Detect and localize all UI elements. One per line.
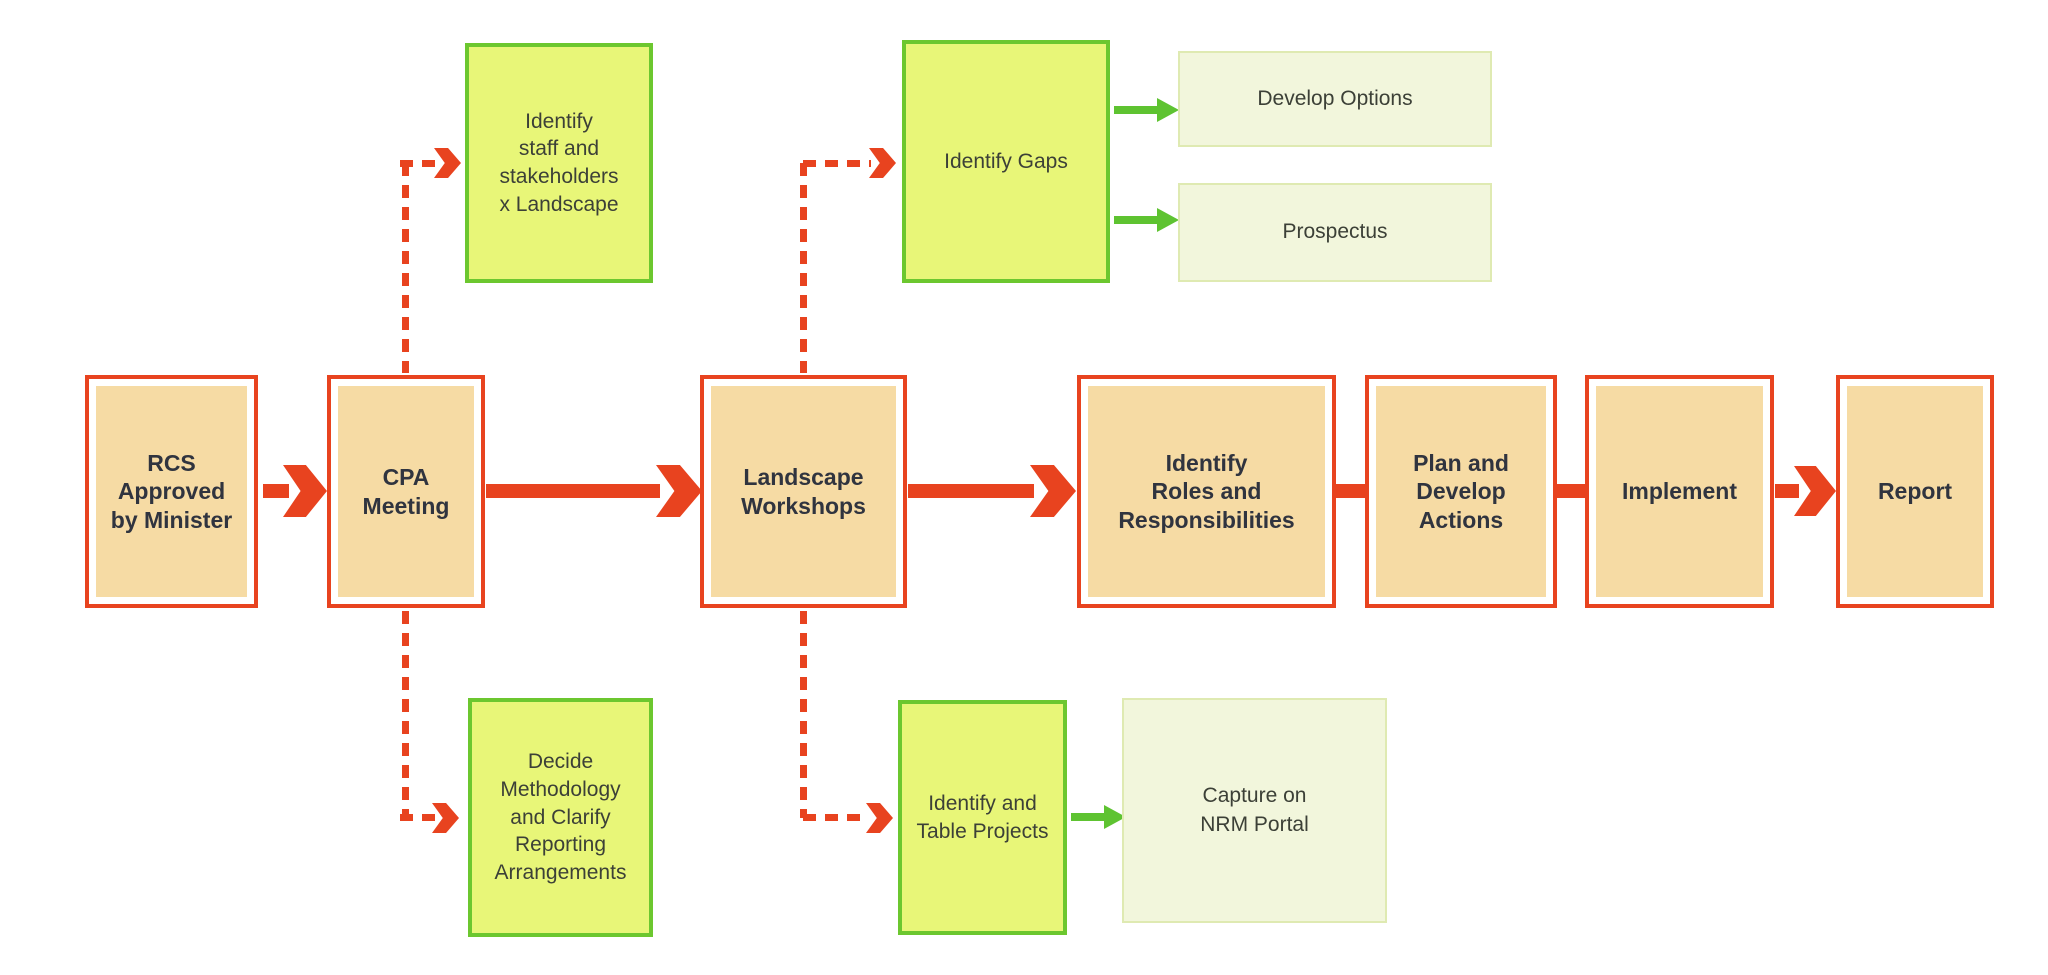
connector-plan-to-implement	[1556, 484, 1586, 498]
dashed-cpa-staff-vertical	[402, 163, 409, 373]
step-landscape-workshops-label: Landscape Workshops	[711, 386, 896, 597]
output-capture-nrm-portal: Capture on NRM Portal	[1122, 698, 1387, 923]
task-identify-gaps: Identify Gaps	[902, 40, 1110, 283]
dashed-landscape-gaps-vertical	[800, 163, 807, 373]
step-report-label: Report	[1847, 386, 1983, 597]
arrow-implement-to-report-head	[1794, 466, 1836, 516]
arrow-gaps-prospectus-head	[1157, 208, 1179, 232]
dashed-landscape-table-horizontal	[803, 814, 868, 821]
step-cpa-meeting: CPA Meeting	[327, 375, 485, 608]
dashed-landscape-gaps-head	[869, 148, 896, 178]
arrow-rcs-to-cpa-line	[263, 484, 289, 498]
step-plan-develop-actions-label: Plan and Develop Actions	[1376, 386, 1546, 597]
output-prospectus: Prospectus	[1178, 183, 1492, 282]
step-rcs-approved: RCS Approved by Minister	[85, 375, 258, 608]
task-decide-methodology: Decide Methodology and Clarify Reporting…	[468, 698, 653, 937]
task-identify-table-projects: Identify and Table Projects	[898, 700, 1067, 935]
arrow-landscape-to-roles-line	[908, 484, 1034, 498]
arrow-gaps-prospectus-line	[1114, 216, 1160, 224]
step-report: Report	[1836, 375, 1994, 608]
arrow-landscape-to-roles-head	[1030, 465, 1076, 517]
arrow-implement-to-report-line	[1775, 484, 1799, 498]
output-develop-options: Develop Options	[1178, 51, 1492, 147]
dashed-cpa-decide-vertical	[402, 611, 409, 818]
arrow-table-capture-line	[1071, 813, 1108, 821]
step-rcs-approved-label: RCS Approved by Minister	[96, 386, 247, 597]
dashed-cpa-staff-head	[434, 148, 461, 178]
arrow-cpa-to-landscape-head	[656, 465, 702, 517]
step-plan-develop-actions: Plan and Develop Actions	[1365, 375, 1557, 608]
connector-roles-to-plan	[1336, 484, 1366, 498]
dashed-landscape-table-vertical	[800, 611, 807, 818]
step-cpa-meeting-label: CPA Meeting	[338, 386, 474, 597]
arrow-rcs-to-cpa-head	[283, 465, 327, 517]
arrow-gaps-options-head	[1157, 98, 1179, 122]
dashed-landscape-gaps-horizontal	[803, 160, 871, 167]
arrow-gaps-options-line	[1114, 106, 1160, 114]
step-identify-roles: Identify Roles and Responsibilities	[1077, 375, 1336, 608]
dashed-cpa-decide-head	[432, 803, 459, 833]
arrow-cpa-to-landscape-line	[486, 484, 660, 498]
task-identify-staff-stakeholders: Identify staff and stakeholders x Landsc…	[465, 43, 653, 283]
step-implement-label: Implement	[1596, 386, 1763, 597]
step-implement: Implement	[1585, 375, 1774, 608]
dashed-cpa-staff-horizontal	[400, 160, 437, 167]
step-identify-roles-label: Identify Roles and Responsibilities	[1088, 386, 1325, 597]
dashed-cpa-decide-horizontal	[400, 814, 435, 821]
dashed-landscape-table-head	[866, 803, 893, 833]
step-landscape-workshops: Landscape Workshops	[700, 375, 907, 608]
